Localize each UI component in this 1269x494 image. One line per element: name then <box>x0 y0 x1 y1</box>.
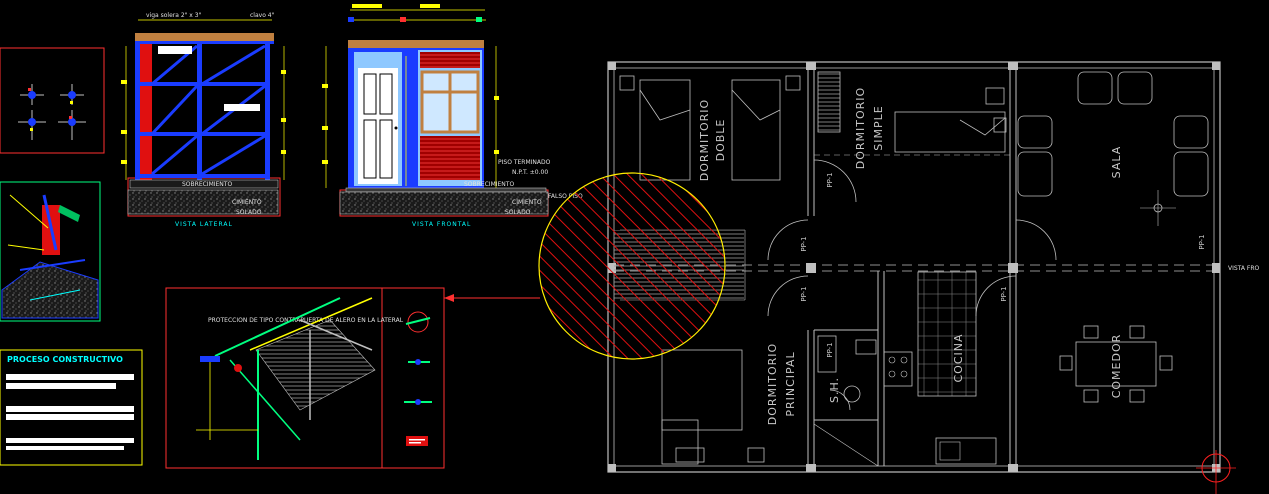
door-tag-4: PP-1 <box>1198 234 1206 249</box>
room-labels: DORMITORIO DOBLE DORMITORIO SIMPLE SALA … <box>698 87 1123 425</box>
room-dormitorio-simple-line2: SIMPLE <box>872 105 885 150</box>
door-tag-5: PP-1 <box>1000 286 1008 301</box>
room-dormitorio-simple-line1: DORMITORIO <box>854 87 867 169</box>
lateral-top-right-label: clavo 4" <box>250 12 275 19</box>
frontal-npt-label: N.P.T. ±0.00 <box>512 169 548 176</box>
section-marker <box>1196 450 1236 494</box>
frontal-cimiento-label: CIMIENTO <box>512 199 542 206</box>
room-sala: SALA <box>1110 146 1123 179</box>
door-tag-6: PP-1 <box>826 342 834 357</box>
lateral-sobrecimiento-label: SOBRECIMIENTO <box>182 181 232 188</box>
hatched-circle-callout <box>538 172 726 360</box>
construction-process-panel: PROCESO CONSTRUCTIVO <box>0 349 143 466</box>
frontal-elevation: PISO TERMINADO N.P.T. ±0.00 SOBRECIMIENT… <box>322 4 583 228</box>
lateral-view-title: VISTA LATERAL <box>175 221 233 228</box>
room-comedor: COMEDOR <box>1110 334 1123 399</box>
room-dormitorio-doble-line1: DORMITORIO <box>698 99 711 181</box>
process-title: PROCESO CONSTRUCTIVO <box>7 355 123 364</box>
frontal-piso-terminado-label: PISO TERMINADO <box>498 159 551 166</box>
foundation-3d-detail-panel <box>0 181 101 322</box>
lateral-elevation: viga solera 2" x 3" clavo 4" SOB <box>121 12 286 228</box>
vista-frontal-marker-label: VISTA FRO <box>1228 265 1260 272</box>
lateral-cimiento-label: CIMIENTO <box>232 199 262 206</box>
lateral-solado-label: SOLADO <box>236 209 262 216</box>
room-dormitorio-principal-line2: PRINCIPAL <box>784 351 797 416</box>
door-tag-3: PP-1 <box>800 286 808 301</box>
connection-detail-panel <box>0 47 105 154</box>
frontal-view-title: VISTA FRONTAL <box>412 221 471 228</box>
frontal-sobrecimiento-label: SOBRECIMIENTO <box>464 181 514 188</box>
door-tags: PP-1 PP-1 PP-1 PP-1 PP-1 PP-1 <box>800 172 1206 357</box>
room-dormitorio-doble-line2: DOBLE <box>714 119 727 162</box>
frontal-solado-label: SOLADO <box>505 209 531 216</box>
room-dormitorio-principal-line1: DORMITORIO <box>766 343 779 425</box>
door-tag-2: PP-1 <box>800 236 808 251</box>
roof-detail-note: PROTECCION DE TIPO CONTRAPUERTA DE ALERO… <box>208 317 404 324</box>
room-cocina: COCINA <box>952 333 965 382</box>
room-sh: S.H. <box>828 377 841 403</box>
door-tag-1: PP-1 <box>826 172 834 187</box>
frontal-falso-piso-label: FALSO PISO <box>548 193 583 200</box>
roof-detail-panel: PROTECCION DE TIPO CONTRAPUERTA DE ALERO… <box>165 287 540 469</box>
lateral-top-label: viga solera 2" x 3" <box>146 12 202 19</box>
